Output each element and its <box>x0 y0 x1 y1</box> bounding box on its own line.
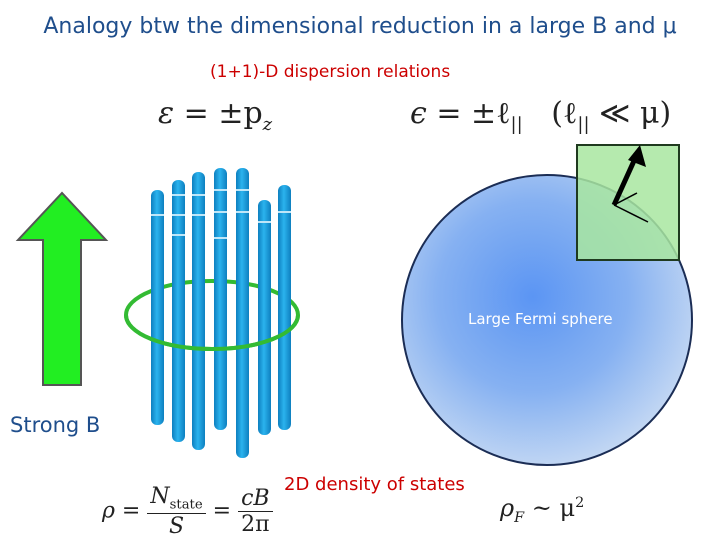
flux-tube <box>214 168 227 430</box>
momentum-arrows <box>611 145 649 223</box>
flux-tube <box>151 190 164 425</box>
dispersion-eq-magnetic: ε = ±pz <box>158 96 273 135</box>
flux-tube <box>236 168 249 458</box>
fraction-state: Nstate S <box>147 484 206 539</box>
up-arrow-icon <box>15 191 109 386</box>
density-eq-magnetic: ρ = Nstate S = cB 2π <box>102 484 273 539</box>
flux-tube <box>278 185 291 430</box>
flux-tube <box>192 172 205 450</box>
fermi-sphere-label: Large Fermi sphere <box>468 310 613 328</box>
dispersion-eq-fermi: ϵ = ±ℓ|| (ℓ|| ≪ μ) <box>410 96 672 135</box>
surface-zoom-box <box>576 144 680 261</box>
flux-tube <box>172 180 185 442</box>
current-ring-front <box>124 314 300 351</box>
fraction-cb: cB 2π <box>238 486 273 538</box>
density-eq-fermi: ρF ~ μ2 <box>500 494 585 526</box>
dispersion-subtitle: (1+1)-D dispersion relations <box>210 62 451 82</box>
slide-title: Analogy btw the dimensional reduction in… <box>43 14 677 39</box>
strong-b-label: Strong B <box>10 413 101 437</box>
dos-label: 2D density of states <box>284 474 465 495</box>
flux-tube <box>258 200 271 435</box>
flux-tube-bundle <box>124 168 300 458</box>
